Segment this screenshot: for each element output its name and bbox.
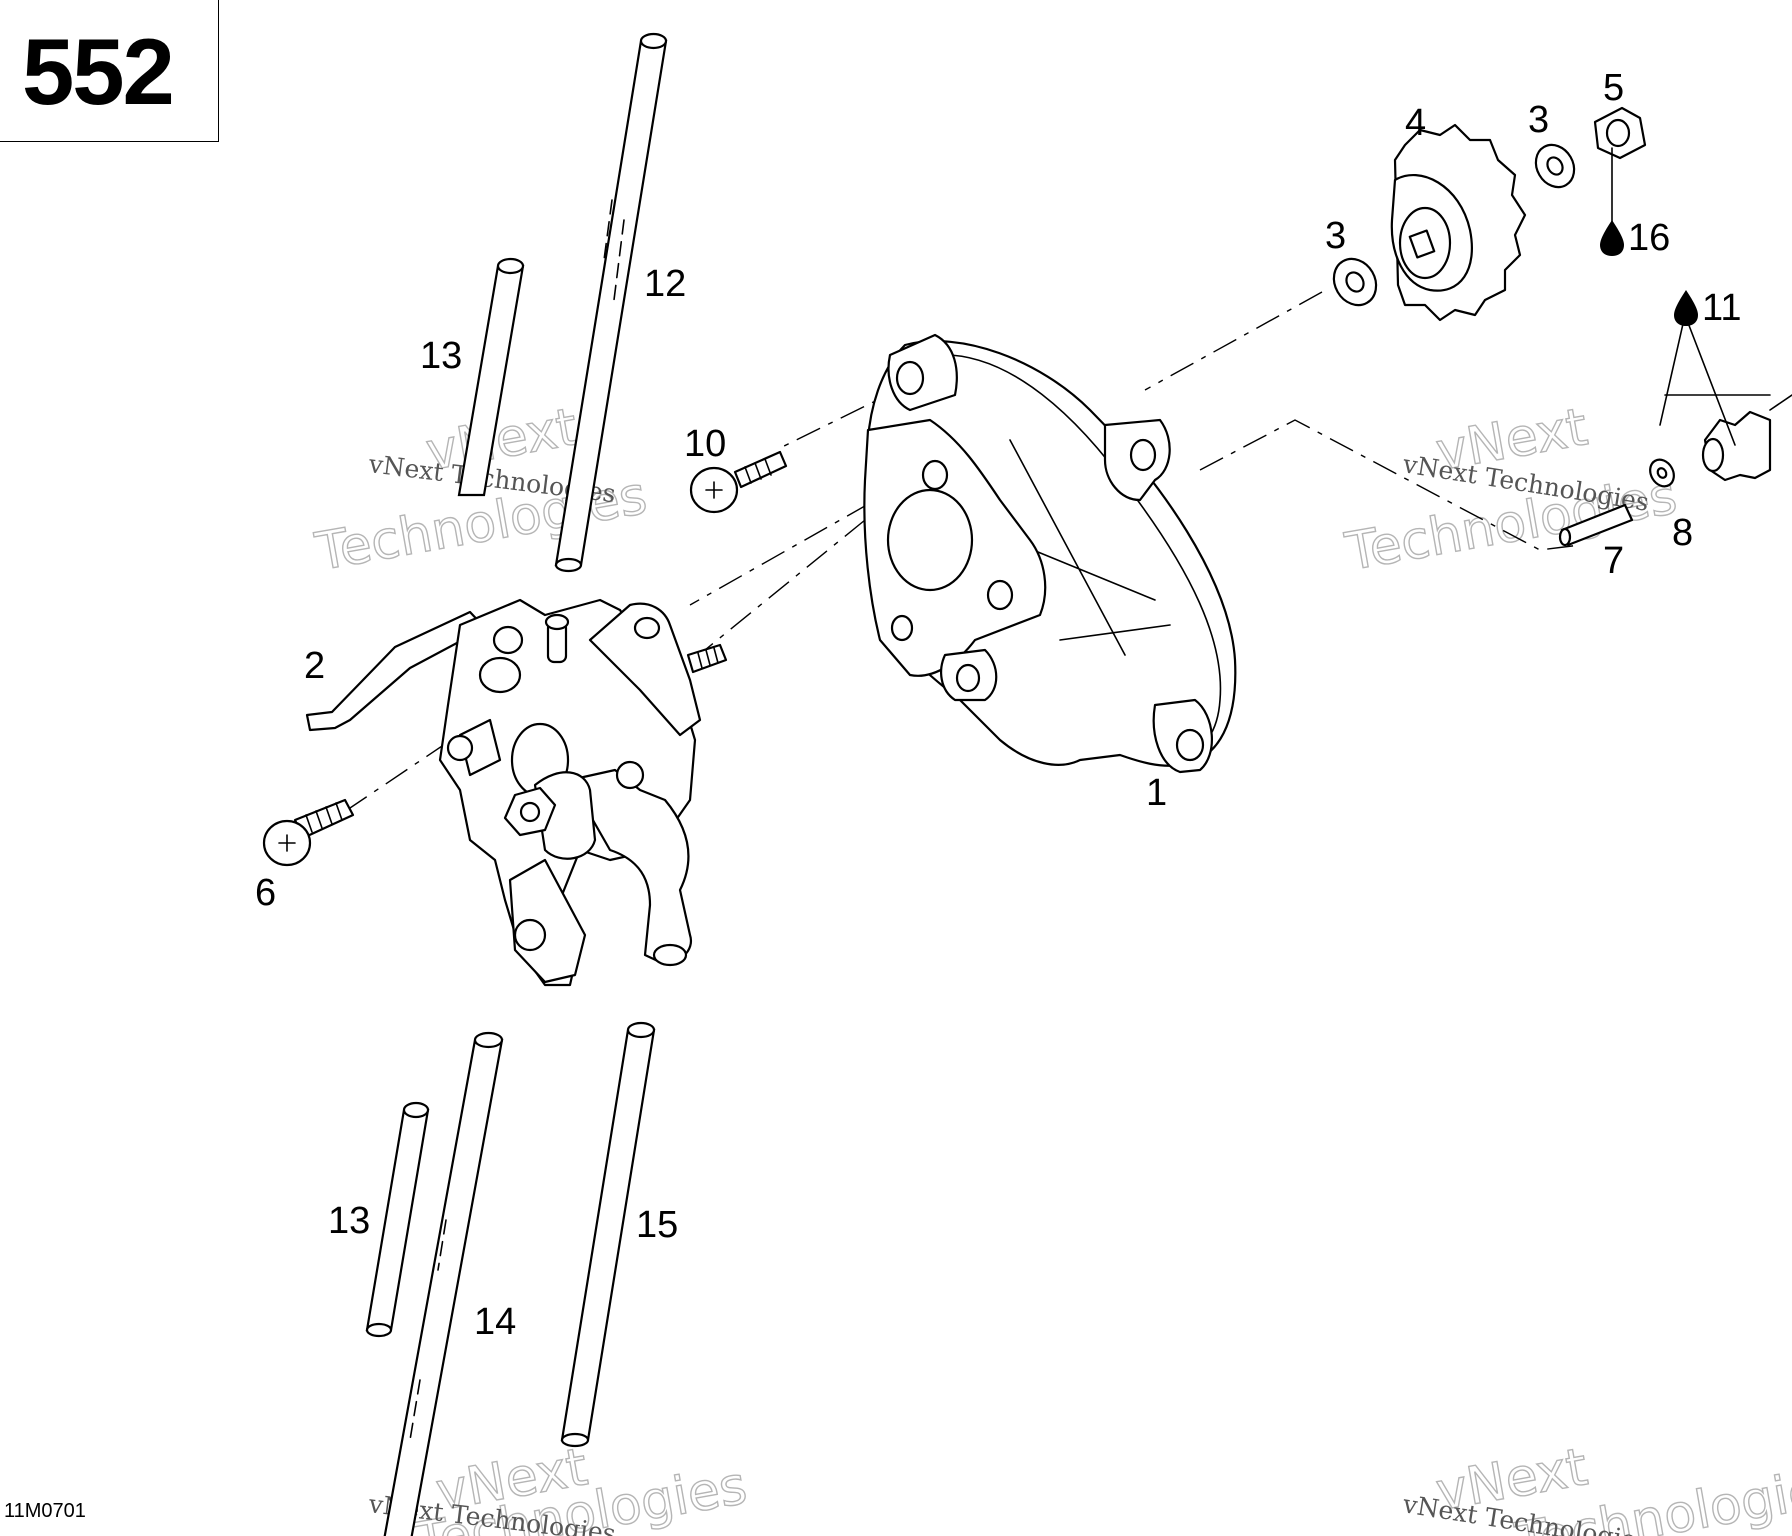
part-7-pin <box>1558 503 1634 547</box>
callout-10: 10 <box>684 423 726 465</box>
part-3-washer-upper <box>1534 143 1576 189</box>
callout-4: 4 <box>1405 102 1426 144</box>
pump-stud <box>686 643 728 674</box>
hose-15 <box>560 1021 656 1448</box>
callout-14: 14 <box>474 1301 516 1343</box>
figure-id: 11M0701 <box>4 1500 86 1522</box>
callout-3-upper: 3 <box>1528 99 1549 141</box>
part-6-screw <box>262 798 355 867</box>
hose-13-upper <box>457 257 525 497</box>
callout-5: 5 <box>1603 67 1624 109</box>
part-4-drive-gear <box>1390 123 1527 322</box>
part-2-lever-bracket <box>305 610 487 732</box>
part-1-cover-plate <box>863 333 1237 774</box>
callout-2: 2 <box>304 645 325 687</box>
callout-15: 15 <box>636 1204 678 1246</box>
diagram-code-box: 552 <box>0 0 219 142</box>
callout-16: 16 <box>1628 217 1670 259</box>
callout-6: 6 <box>255 872 276 914</box>
part-8-washer <box>1649 458 1675 488</box>
part-3-washer-lower <box>1332 257 1378 307</box>
oil-pump-body <box>438 598 702 987</box>
callout-1: 1 <box>1146 772 1167 814</box>
callout-13-upper: 13 <box>420 335 462 377</box>
callout-3-lower: 3 <box>1325 215 1346 257</box>
part-10-screw <box>689 450 788 514</box>
hose-13-lower <box>365 1101 430 1338</box>
hose-12 <box>554 32 668 573</box>
part-5-nut <box>1593 106 1647 223</box>
callout-11: 11 <box>1702 287 1741 329</box>
oil-drop-icon-11 <box>1674 290 1698 326</box>
callout-7: 7 <box>1603 540 1624 582</box>
diagram-code: 552 <box>22 19 175 124</box>
callout-12: 12 <box>644 263 686 305</box>
oil-drop-icon-16 <box>1600 220 1624 256</box>
callout-13-lower: 13 <box>328 1200 370 1242</box>
callout-8: 8 <box>1672 512 1693 554</box>
callout-labels: 1 2 3 3 4 5 6 7 8 10 11 12 13 13 14 15 1… <box>255 67 1741 1343</box>
hose-14 <box>383 1031 504 1536</box>
part-11-pinion <box>1659 314 1792 482</box>
